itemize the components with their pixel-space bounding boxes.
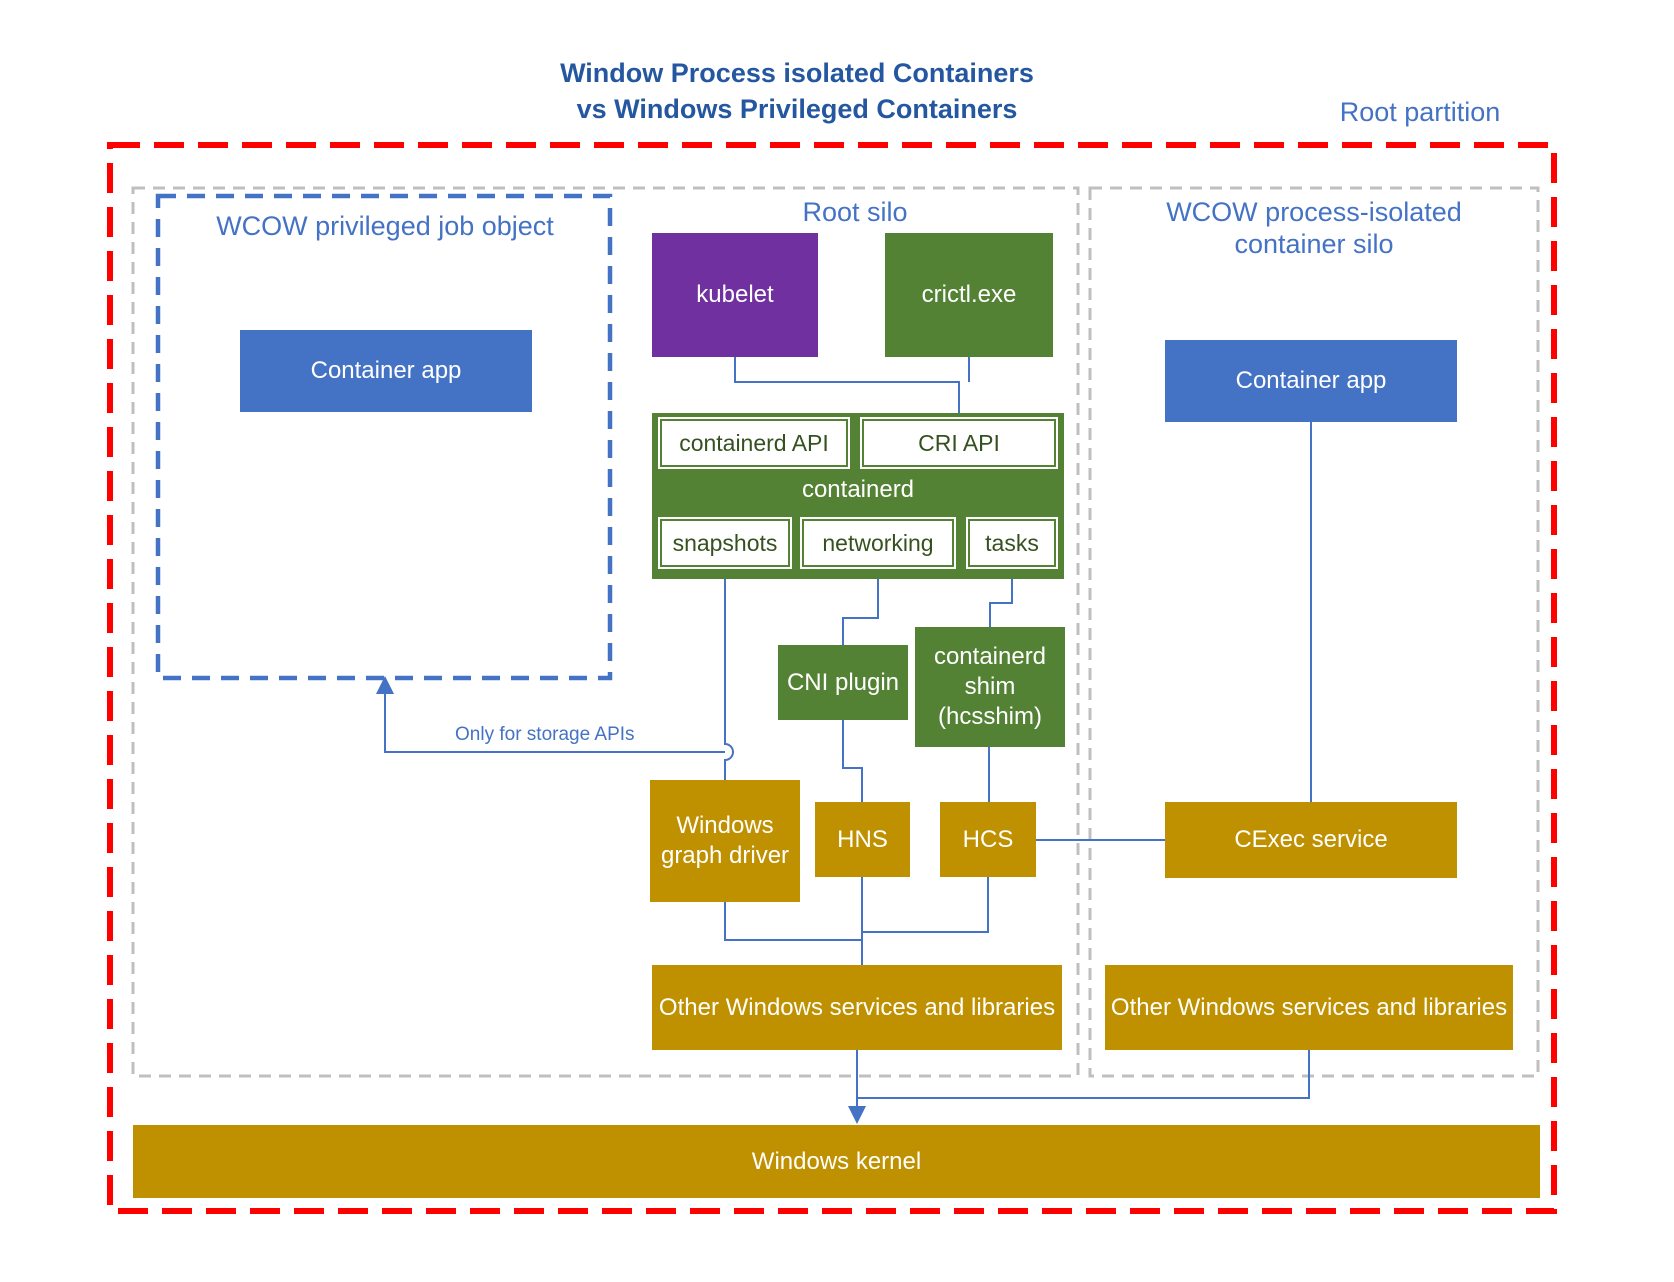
containerd-api-box: containerd API (660, 419, 848, 467)
diagram-title-line1: Window Process isolated Containers (560, 58, 1034, 88)
containerd-label: containerd (801, 476, 915, 503)
connector-cni-to-hns (842, 720, 863, 802)
arrow-up-icon (376, 676, 394, 694)
connector-right-services-to-kernel (857, 1050, 1310, 1099)
connector-hcs-to-services (862, 877, 989, 933)
snapshots-box: snapshots (660, 519, 790, 567)
containerd-shim-box: containerd shim (hcsshim) (915, 627, 1065, 747)
container-silo-label: WCOW process-isolated container silo (1166, 197, 1462, 260)
connector-networking-to-cni (842, 567, 879, 645)
connector-kubelet-to-criapi (734, 357, 960, 419)
crictl-box: crictl.exe (885, 233, 1053, 357)
other-windows-services-right-box: Other Windows services and libraries (1105, 965, 1513, 1050)
kubelet-box: kubelet (652, 233, 818, 357)
arrow-down-icon (848, 1106, 866, 1124)
container-app-right-box: Container app (1165, 340, 1457, 422)
root-silo-label: Root silo (802, 197, 908, 227)
root-partition-label: Root partition (1339, 97, 1501, 127)
cri-api-box: CRI API (862, 419, 1056, 467)
containerd-box: containerd API CRI API containerd snapsh… (652, 413, 1064, 579)
cni-plugin-box: CNI plugin (778, 645, 908, 720)
connector-graphdriver-to-services (724, 902, 862, 941)
networking-box: networking (802, 519, 954, 567)
hcs-box: HCS (940, 802, 1036, 877)
container-app-left-box: Container app (240, 330, 532, 412)
tasks-box: tasks (968, 519, 1056, 567)
connector-storage-apis (384, 692, 725, 753)
other-windows-services-left-box: Other Windows services and libraries (652, 965, 1062, 1050)
privileged-job-object-label: WCOW privileged job object (216, 211, 554, 241)
connector-snapshots-to-graphdriver (724, 567, 734, 780)
cexec-service-box: CExec service (1165, 802, 1457, 878)
hns-box: HNS (815, 802, 910, 877)
privileged-job-object-boundary (155, 193, 613, 681)
root-partition-boundary (107, 142, 1557, 1214)
container-silo-boundary (1088, 186, 1540, 1078)
connector-tasks-to-shim (989, 567, 1013, 627)
diagram-title: Window Process isolated Containers vs Wi… (437, 56, 1157, 127)
only-for-storage-apis-label: Only for storage APIs (455, 724, 635, 745)
diagram-title-line2: vs Windows Privileged Containers (576, 93, 1018, 124)
windows-graph-driver-box: Windows graph driver (650, 780, 800, 902)
root-silo-boundary (131, 186, 1080, 1078)
windows-kernel-box: Windows kernel (133, 1125, 1540, 1198)
